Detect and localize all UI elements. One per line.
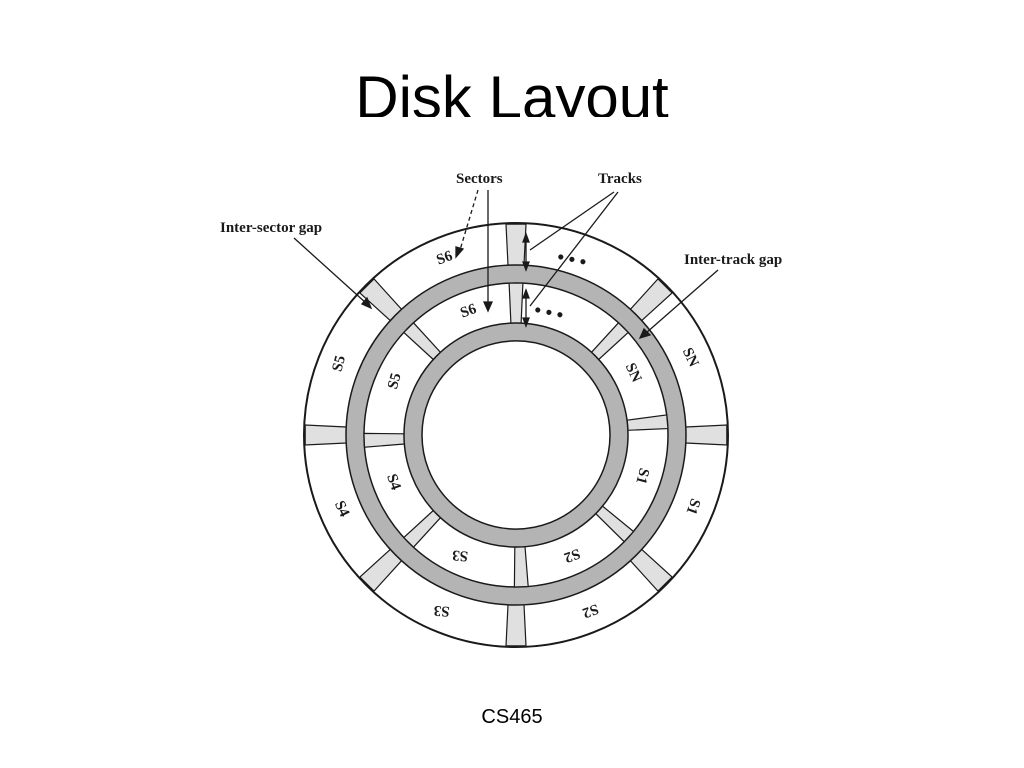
outer-track-sector-label-s5: S5	[329, 354, 349, 373]
inter-sector-gap-arrowhead	[360, 296, 373, 310]
innermost-gap-ring	[403, 322, 629, 548]
inner-track-sector-label-s1: S1	[632, 466, 652, 485]
inner-track-sector-label-s4: S4	[383, 472, 404, 493]
inter-track-gap-leader	[645, 269, 719, 334]
tracks-leader-outer	[529, 191, 615, 251]
outer-track-sector-label-s6: S6	[434, 248, 455, 269]
inter-sector-gap-label: Inter-sector gap	[220, 220, 322, 236]
tracks-leader-inner	[529, 191, 619, 307]
inter-sector-gap	[685, 424, 728, 446]
outer-track-sector-label-s2: S2	[580, 600, 600, 620]
outer-track-marker-arrow-top	[522, 232, 530, 243]
inter-sector-gap	[505, 223, 527, 266]
slide-title: Disk Layout	[355, 64, 669, 117]
inter-sector-gap	[304, 424, 347, 446]
sectors-label: Sectors	[456, 171, 503, 187]
outer-track-sector-label-sn: SN	[679, 345, 702, 369]
outer-track-sector-label-s3: S3	[433, 602, 450, 619]
inner-track-marker-arrow-top	[522, 288, 530, 299]
tracks-label: Tracks	[598, 171, 642, 187]
sectors-arrowhead-inner	[482, 301, 494, 313]
sectors-leader-outer	[459, 189, 479, 251]
slide-footer: CS465	[481, 706, 543, 728]
inter-sector-gap	[508, 282, 524, 324]
inner-track-marker-arrow-bottom	[522, 317, 530, 328]
inner-track-sector-label-s2: S2	[562, 545, 582, 565]
outer-track-marker-arrow-bottom	[522, 261, 530, 272]
inner-track-sector-label-s5: S5	[385, 371, 405, 390]
inter-sector-gap	[505, 604, 527, 647]
inter-track-gap-label: Inter-track gap	[684, 252, 782, 268]
inter-track-gap-arrowhead	[638, 327, 652, 340]
inner-track-sector-label-sn: SN	[622, 361, 645, 385]
outer-track-sector-label-s4: S4	[331, 498, 352, 520]
inner-track-sector-label-s6: S6	[458, 301, 479, 322]
outer-track-sector-label-s1: S1	[683, 496, 703, 516]
sectors-arrowhead-outer	[455, 246, 465, 259]
inner-track-sector-label-s3: S3	[452, 547, 469, 564]
inter-sector-gap-leader	[293, 237, 367, 304]
